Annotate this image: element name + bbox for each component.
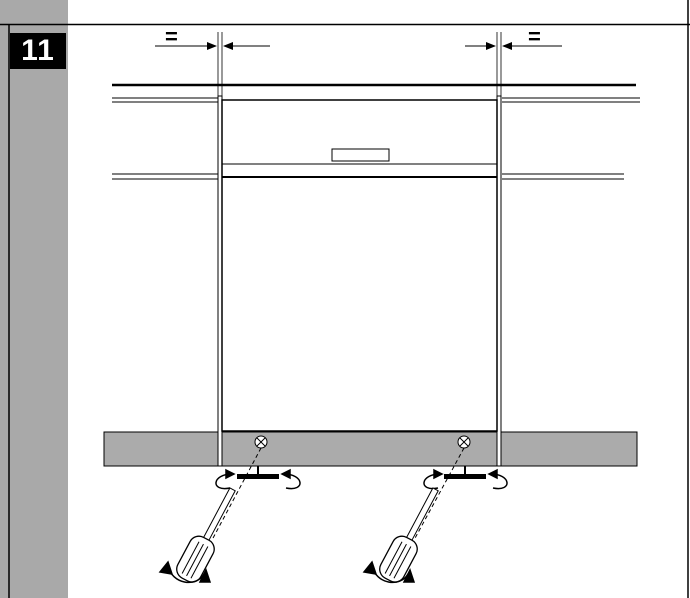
step-number-badge: 11 [10, 33, 66, 69]
adjusting-foot-right [444, 466, 486, 479]
rotation-arrow-icon [423, 468, 444, 490]
plinth [103, 431, 638, 467]
guide-line-right [413, 447, 465, 541]
equal-mark-left: = [165, 24, 178, 49]
rotation-arrow-icon [362, 560, 416, 584]
adjusting-foot-left [237, 466, 279, 479]
rotation-arrow-icon [158, 560, 212, 584]
step-sidebar [0, 0, 68, 598]
rotation-arrow-icon [487, 468, 508, 490]
rotation-arrow-icon [280, 468, 301, 490]
screwdriver-icon [176, 487, 236, 583]
guide-line-left [211, 447, 262, 541]
equal-mark-right: = [528, 24, 541, 49]
display-window [331, 148, 390, 162]
screwdriver-icon [379, 487, 439, 583]
screw-icon [254, 435, 268, 449]
screw-icon [457, 435, 471, 449]
rotation-arrow-icon [215, 468, 236, 490]
